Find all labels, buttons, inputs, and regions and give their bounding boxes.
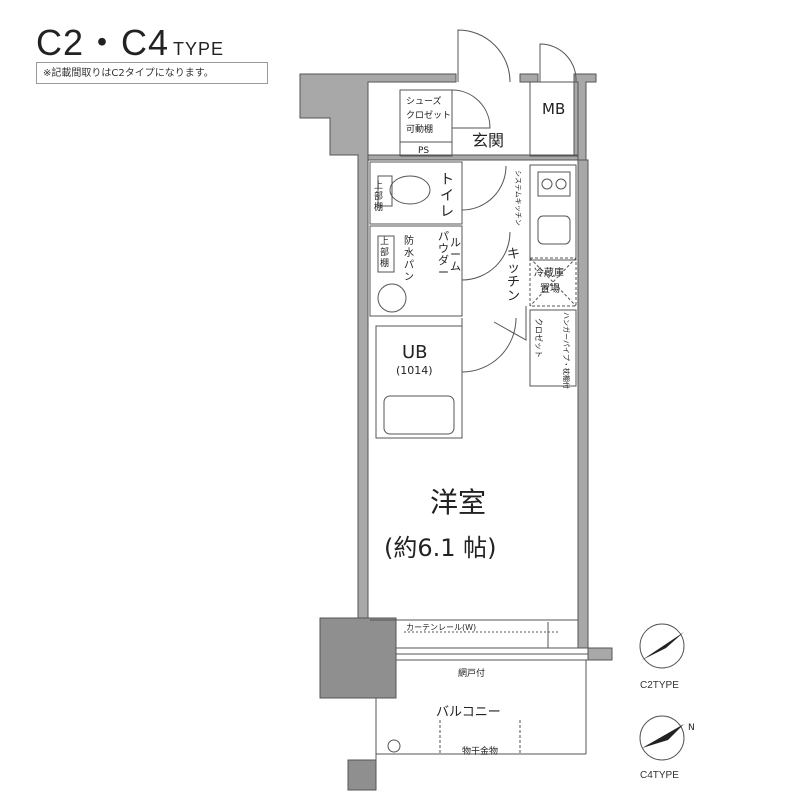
toilet-door-swing bbox=[461, 165, 507, 211]
western-room-label: 洋室 bbox=[430, 486, 486, 519]
powder-char-3: ダ bbox=[438, 253, 449, 267]
toilet-char-1: ト bbox=[440, 172, 454, 188]
sink-icon bbox=[537, 215, 571, 245]
upper-shelf-toilet-1: 上 bbox=[374, 180, 383, 191]
walls bbox=[299, 73, 613, 791]
western-room-size: (約6.1 帖) bbox=[384, 534, 497, 562]
balcony-pillar bbox=[347, 759, 377, 791]
kitchen-char-3: チ bbox=[507, 275, 520, 290]
ps-box bbox=[399, 141, 453, 157]
powder-char-2: ウ bbox=[438, 242, 449, 255]
powder-char-6: ー bbox=[450, 248, 461, 261]
powder-char-5: ル bbox=[450, 236, 461, 249]
entry-door-swing bbox=[457, 29, 511, 83]
powder-char-1: パ bbox=[438, 230, 449, 243]
waterproof-pan-4: ン bbox=[404, 272, 414, 283]
shoes-closet-label-3: 可動棚 bbox=[406, 123, 433, 135]
compass-c2-label: C2TYPE bbox=[640, 680, 679, 691]
toilet-bowl-icon bbox=[389, 175, 431, 205]
powder-char-7: ム bbox=[450, 260, 461, 273]
laundry-pole-label: 物干金物 bbox=[462, 745, 498, 757]
room-labels: シューズ クロゼット 可動棚 PS MB 玄関 ト イ レ 上 部 棚 パ ウ … bbox=[374, 95, 571, 757]
fridge-label-1: 冷蔵庫 bbox=[534, 266, 564, 279]
entrance-label: 玄関 bbox=[472, 131, 504, 150]
powder-char-4: ー bbox=[438, 266, 449, 279]
screen-door-label: 網戸付 bbox=[458, 667, 485, 679]
wall-top-mid bbox=[519, 73, 539, 83]
powder-door-swing bbox=[461, 231, 511, 281]
mb-box bbox=[529, 81, 579, 157]
closet-door-swing bbox=[451, 89, 491, 129]
upper-shelf-powder-3: 棚 bbox=[380, 257, 389, 269]
stove-icon bbox=[537, 171, 571, 197]
kitchen-char-1: キ bbox=[507, 247, 520, 262]
wall-right bbox=[577, 159, 589, 649]
ps-label: PS bbox=[418, 146, 429, 156]
ub-outline bbox=[375, 325, 463, 439]
compass-c4: N bbox=[639, 715, 695, 761]
drain-icon bbox=[387, 739, 401, 753]
wall-top-right bbox=[573, 73, 597, 161]
plan-title-sub: TYPE bbox=[173, 39, 225, 59]
upper-shelf-toilet-3: 棚 bbox=[374, 201, 383, 213]
waterproof-pan-1: 防 bbox=[404, 234, 414, 247]
room-lines bbox=[369, 81, 588, 760]
ub-label: UB bbox=[402, 342, 428, 363]
wall-bottom-right bbox=[587, 647, 613, 661]
fridge-box bbox=[529, 257, 577, 307]
toilet-char-3: レ bbox=[440, 204, 454, 220]
plan-title-main: C2・C4 bbox=[36, 22, 170, 63]
upper-shelf-toilet-2: 部 bbox=[374, 190, 383, 202]
fixtures bbox=[377, 171, 577, 753]
closet-fold-door bbox=[493, 306, 527, 341]
toilet-char-2: イ bbox=[440, 188, 454, 204]
toilet-tank-icon bbox=[377, 175, 393, 207]
kitchen-counter bbox=[529, 164, 577, 261]
fridge-diagonal-1 bbox=[529, 257, 577, 307]
hanger-pipe-label: ハンガーパイプ・枕棚付 bbox=[562, 312, 571, 389]
waterproof-pan-3: パ bbox=[404, 259, 414, 271]
upper-shelf-powder-2: 部 bbox=[380, 246, 389, 258]
burner-left-icon bbox=[541, 178, 553, 190]
waterproof-pan-2: 水 bbox=[404, 247, 414, 259]
compass-c4-label: C4TYPE bbox=[640, 770, 679, 781]
vanity-icon bbox=[377, 235, 395, 273]
kitchen-char-4: ン bbox=[507, 289, 520, 304]
fridge-label-2: 置場 bbox=[540, 282, 560, 295]
system-kitchen-label: システムキッチン bbox=[514, 170, 522, 226]
mb-label: MB bbox=[542, 100, 565, 118]
compass-c2-ring bbox=[639, 623, 685, 669]
fridge-diagonal-2 bbox=[529, 257, 577, 307]
compass-c4-north: N bbox=[688, 723, 695, 733]
balcony-label: バルコニー bbox=[436, 705, 501, 720]
pillar-bottom bbox=[319, 617, 397, 699]
layout-note: ※記載間取りはC2タイプになります。 bbox=[36, 62, 268, 84]
ub-door-swing bbox=[461, 317, 517, 373]
bathtub-icon bbox=[383, 395, 455, 435]
washing-machine-icon bbox=[377, 283, 407, 313]
compass-c4-needle bbox=[642, 724, 684, 748]
compass-c4-ring bbox=[639, 715, 685, 761]
burner-right-icon bbox=[555, 178, 567, 190]
closet-box bbox=[529, 309, 577, 387]
door-swings bbox=[451, 29, 577, 373]
upper-shelf-powder-1: 上 bbox=[380, 236, 389, 247]
curtain-rail-label: カーテンレール(W) bbox=[406, 623, 476, 632]
kitchen-char-2: ッ bbox=[507, 261, 520, 276]
shoes-closet-label-2: クロゼット bbox=[406, 109, 451, 121]
closet-label: クロゼット bbox=[534, 318, 544, 358]
compass-c2 bbox=[639, 623, 685, 669]
compass-c2-needle bbox=[642, 632, 684, 660]
ub-size-label: (1014) bbox=[396, 364, 433, 377]
mb-door-swing bbox=[539, 43, 577, 83]
shoes-closet-label-1: シューズ bbox=[406, 95, 442, 107]
